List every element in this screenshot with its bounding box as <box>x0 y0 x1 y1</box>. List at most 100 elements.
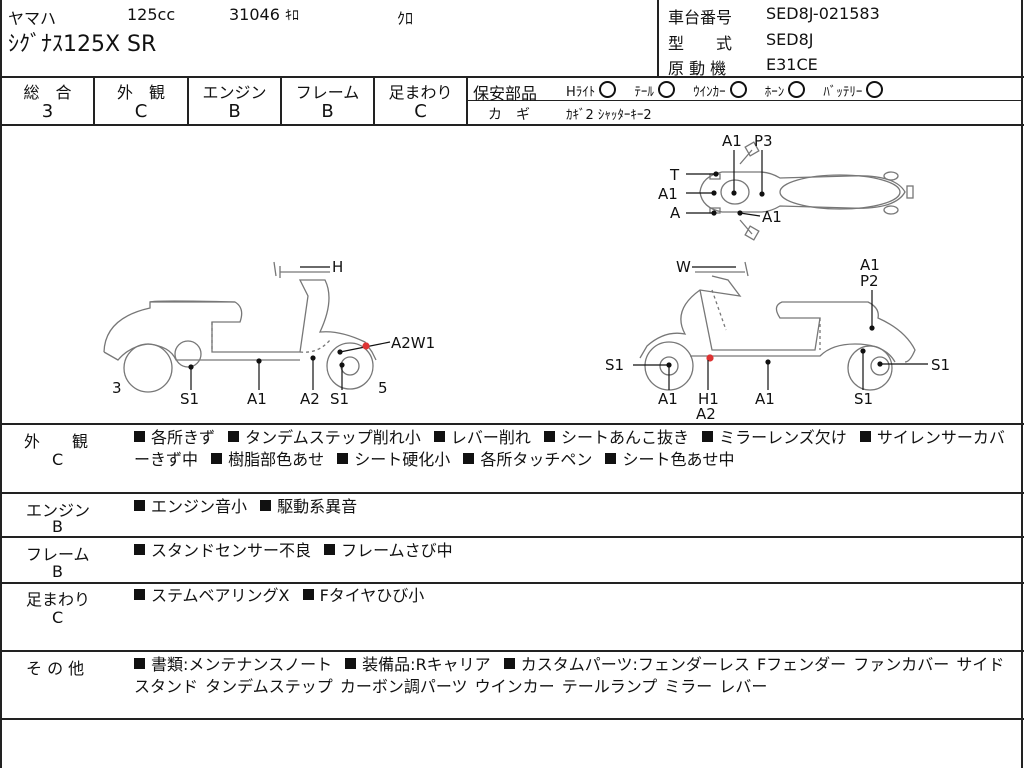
section-items-frame: スタンドセンサー不良 フレームさび中 <box>134 540 1012 562</box>
scooter-right-view <box>639 261 916 391</box>
label-right-a2: A2 <box>696 405 716 422</box>
bullet-icon <box>859 431 871 442</box>
grade-value-frame: B <box>321 101 334 122</box>
bullet-icon <box>345 658 357 669</box>
ok-circle-icon <box>866 81 884 98</box>
divider <box>0 423 1024 425</box>
section-items-suspension: ステムベアリングX Fタイヤひび小 <box>134 585 1012 607</box>
grade-label-overall: 総 合 <box>23 83 72 102</box>
safety-item-winker: ｳｲﾝｶｰ <box>693 85 726 100</box>
bullet-icon <box>228 431 240 442</box>
divider <box>0 536 1024 538</box>
divider <box>0 76 1024 78</box>
mileage-value: 31046 <box>229 5 280 24</box>
section-items-engine: エンジン音小 駆動系異音 <box>134 496 1012 518</box>
grade-value-overall: 3 <box>41 101 54 122</box>
divider <box>0 492 1024 494</box>
bullet-icon <box>324 544 336 555</box>
label-left-s1a: S1 <box>180 390 199 408</box>
divider <box>466 76 468 124</box>
safety-item-battery: ﾊﾞｯﾃﾘｰ <box>823 85 863 100</box>
type-label: 型 式 <box>668 34 733 53</box>
frame-no-label: 車台番号 <box>668 8 733 27</box>
bullet-icon <box>134 658 145 669</box>
divider <box>657 0 659 76</box>
label-top-a1: A1 <box>722 132 742 150</box>
maker: ヤマハ <box>8 9 57 28</box>
bullet-icon <box>702 431 714 442</box>
divider <box>0 650 1024 652</box>
safety-label: 保安部品 <box>473 84 538 103</box>
section-grade-engine: B <box>52 517 63 536</box>
label-top-a1-bottom: A1 <box>762 208 782 226</box>
divider <box>0 582 1024 584</box>
section-items-exterior: 各所きず タンデムステップ削れ小 レバー削れ シートあんこ抜き ミラーレンズ欠け… <box>134 428 1005 469</box>
divider <box>93 76 95 124</box>
grade-label-suspension: 足まわり <box>388 83 453 102</box>
divider <box>0 718 1024 720</box>
section-grade-suspension: C <box>52 608 64 627</box>
mileage: 31046 ｷﾛ <box>229 5 299 25</box>
divider <box>0 0 2 768</box>
label-left-3: 3 <box>112 379 122 397</box>
safety-item-headlight: Hﾗｲﾄ <box>566 85 596 100</box>
bullet-icon <box>503 658 515 669</box>
ok-circle-icon <box>657 81 675 98</box>
scooter-top-view <box>699 141 914 241</box>
label-right-h1: H1 <box>698 390 719 408</box>
color: ｸﾛ <box>397 9 414 28</box>
bullet-icon <box>605 453 617 464</box>
ok-circle-icon <box>788 81 806 98</box>
ok-circle-icon <box>729 81 747 98</box>
label-left-a2: A2 <box>300 390 320 408</box>
divider <box>0 124 1024 126</box>
label-top-a: A <box>670 204 681 222</box>
grade-value-suspension: C <box>414 101 427 122</box>
grade-label-engine: エンジン <box>202 83 267 102</box>
grade-value-exterior: C <box>134 101 148 122</box>
label-right-p2: P2 <box>860 272 879 290</box>
label-left-a2w1: A2W1 <box>391 334 435 352</box>
divider <box>1021 0 1023 768</box>
divider <box>280 76 282 124</box>
label-right-a1-b2: A1 <box>755 390 775 408</box>
displacement: 125cc <box>127 5 176 24</box>
section-label-suspension: 足まわり <box>26 590 91 609</box>
bullet-icon <box>433 431 445 442</box>
label-left-s1b: S1 <box>330 390 349 408</box>
key-label: カ ギ <box>488 107 530 123</box>
label-right-s1-right: S1 <box>931 356 950 374</box>
section-label-other: そ の 他 <box>26 659 85 678</box>
grade-label-frame: フレーム <box>295 83 360 102</box>
safety-item-horn: ﾎｰﾝ <box>764 85 785 100</box>
safety-item-taillight: ﾃｰﾙ <box>634 85 654 100</box>
label-left-a1: A1 <box>247 390 267 408</box>
model-name: ｼｸﾞﾅｽ125X SR <box>8 32 157 57</box>
engine: E31CE <box>766 55 818 74</box>
section-label-engine: エンジン <box>26 501 91 520</box>
scooter-left-view <box>103 261 377 393</box>
bullet-icon <box>134 589 145 600</box>
bullet-icon <box>463 453 475 464</box>
bullet-icon <box>134 431 145 442</box>
damage-diagram: A1 P3 T A1 A A1 H A2W1 3 5 S1 A1 A2 S1 W… <box>103 132 950 422</box>
label-right-s1-b: S1 <box>854 390 873 408</box>
label-left-5: 5 <box>378 379 388 397</box>
ok-circle-icon <box>599 81 617 98</box>
frame-no: SED8J-021583 <box>766 4 880 23</box>
section-label-exterior: 外 観 <box>24 432 89 451</box>
label-right-s1-left: S1 <box>605 356 624 374</box>
divider <box>373 76 375 124</box>
section-grade-frame: B <box>52 562 63 581</box>
bullet-icon <box>260 500 272 511</box>
section-items-other: 書類:メンテナンスノート 装備品:Rキャリア カスタムパーツ:フェンダーレス F… <box>134 655 1005 696</box>
type: SED8J <box>766 30 814 49</box>
bullet-icon <box>134 544 145 555</box>
section-grade-exterior: C <box>52 450 64 469</box>
bullet-icon <box>544 431 555 442</box>
label-right-a1: A1 <box>860 256 880 274</box>
key-value: ｶｷﾞ2 ｼｬｯﾀｰｷｰ2 <box>566 108 652 123</box>
grade-label-exterior: 外 観 <box>116 83 165 102</box>
label-right-w: W <box>676 258 691 276</box>
grade-value-engine: B <box>228 101 241 122</box>
